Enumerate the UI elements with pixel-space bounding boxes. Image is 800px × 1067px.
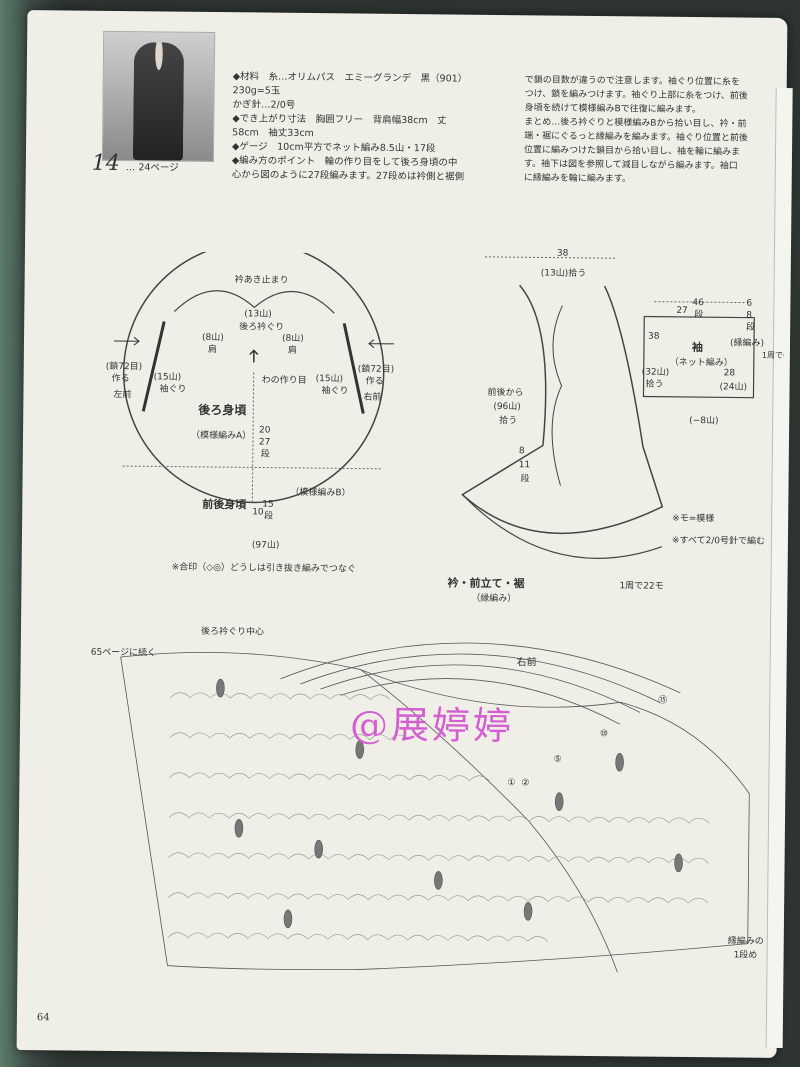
instruction-line: に縁編みを輪に編みます。 [523,173,631,185]
dim-rows-2: 段 [264,510,273,522]
back-center-label: 後ろ衿ぐり中心 [201,625,264,638]
mannequin-figure [132,42,185,161]
round-6: 1周で6モ [762,351,785,360]
width-27: 27 [676,306,688,316]
pattern-number: 14 [91,150,120,177]
back-neck-label: 後ろ衿ぐり [239,320,284,332]
minus-8: (−8山) [689,415,718,426]
front-back-body-label: 前後身頃 [202,497,247,511]
dim-28: 28 [724,368,736,378]
note-mo: ※モ=模様 [672,512,714,524]
right-chain-make: 作る [366,375,384,387]
pick-96-2: 拾う [499,414,517,426]
pattern-a-label: （模様編みA） [191,429,251,442]
edge-row-label-2: 1段め [734,948,758,960]
width-38: 38 [557,249,569,259]
pick-32-2: 拾う [646,378,664,390]
dim-rows: 段 [261,448,270,460]
edge-row-label: 縁編みの [728,934,764,946]
row-number: ⑩ [600,729,608,739]
left-chain-make: 作る [112,372,130,384]
left-shoulder-label: 肩 [208,343,217,355]
width-46-rows: 段 [694,308,703,320]
right-front-label: 右前 [363,391,381,403]
dim-rows-body: 段 [521,472,530,484]
joining-note: ※合印（◇◎）どうしは引き抜き編みでつなぐ [172,561,356,575]
pick-32: (32山) [642,367,670,378]
left-armhole-label: 袖ぐり [159,382,186,394]
garment-photo [101,30,216,163]
right-chain-count: (鎖72目) [358,363,395,375]
right-shoulder-count: (8山) [282,333,304,344]
left-front-label: 左前 [113,388,131,400]
row-number: ⑮ [658,695,667,706]
bottom-count: (97山) [252,539,280,550]
body-schematic: 38 (13山)拾う 前後から (96山) 拾う 8 11 段 27 46 段 … [447,249,785,605]
row-number: ② [521,778,529,788]
dim-11: 11 [519,460,531,470]
sleeve-label: 袖 [692,340,703,354]
instructions-block: で鎖の目数が違うので注意します。袖ぐり位置に糸を つけ、鎖を編みつけます。袖ぐり… [524,73,775,188]
dim-10: 10 [252,507,264,517]
from-front-back: 前後から [487,386,523,398]
sleeve-edge-label: (縁編み) [730,336,764,348]
count-24: (24山) [720,381,748,392]
note-all: ※すべて2/0号針で編む [672,534,765,547]
right-shoulder-label: 肩 [288,344,297,356]
left-chain-count: (鎖72目) [106,360,143,372]
back-body-label: 後ろ身頃 [198,402,247,418]
dim-27: 27 [259,437,271,447]
row-number: ① [507,778,515,788]
width-8-rows: 段 [746,321,755,333]
pick-13: (13山)拾う [541,266,587,278]
right-armhole-count: (15山) [316,373,344,384]
collar-label: 衿・前立て・裾 [447,575,524,590]
pick-96: (96山) [493,401,521,412]
dim-38-sleeve: 38 [648,332,660,342]
dim-20: 20 [259,425,271,435]
collar-stop-label: 衿あき止まり [235,273,289,286]
width-46: 46 [692,298,704,308]
pattern-b-label: （模様編みB） [290,486,350,499]
continue-label: 65ページに続く [91,646,156,659]
ring-start-label: わの作り目 [262,374,307,386]
width-6: 6 [746,299,752,309]
book-page: 14 … 24ページ ◆材料 糸…オリムパス エミーグランデ 黒（901） 23… [16,10,793,1058]
circle-schematic: 衿あき止まり (13山) 後ろ衿ぐり (8山) 肩 (8山) 肩 (鎖72目) … [106,250,395,575]
collar-edge-label: （縁編み） [471,592,516,604]
neck-count: (13山) [244,308,272,319]
materials-block: ◆材料 糸…オリムパス エミーグランデ 黒（901） 230g=5玉 かぎ針…2… [232,70,523,185]
crochet-chart: 後ろ衿ぐり中心 65ページに続く 右前 ① ② ⑤ ⑩ ⑮ 縁編みの 1段め [91,625,764,973]
right-front-chart-label: 右前 [517,655,537,668]
right-armhole-label: 袖ぐり [321,384,348,396]
dim-15: 15 [262,500,274,510]
page-reference: … 24ページ [125,162,179,174]
round-22: 1周で22モ [619,580,663,591]
watermark: @展婷婷 [349,702,515,749]
materials-line: 心から図のように27段編みます。27段めは衿側と裾側 [231,169,465,183]
page-number: 64 [36,1012,50,1024]
dim-8: 8 [519,446,525,456]
left-armhole-count: (15山) [154,371,182,382]
sleeve-pattern: （ネット編み） [670,356,733,369]
width-8: 8 [746,311,752,321]
left-shoulder-count: (8山) [202,332,224,343]
row-number: ⑤ [554,755,562,765]
